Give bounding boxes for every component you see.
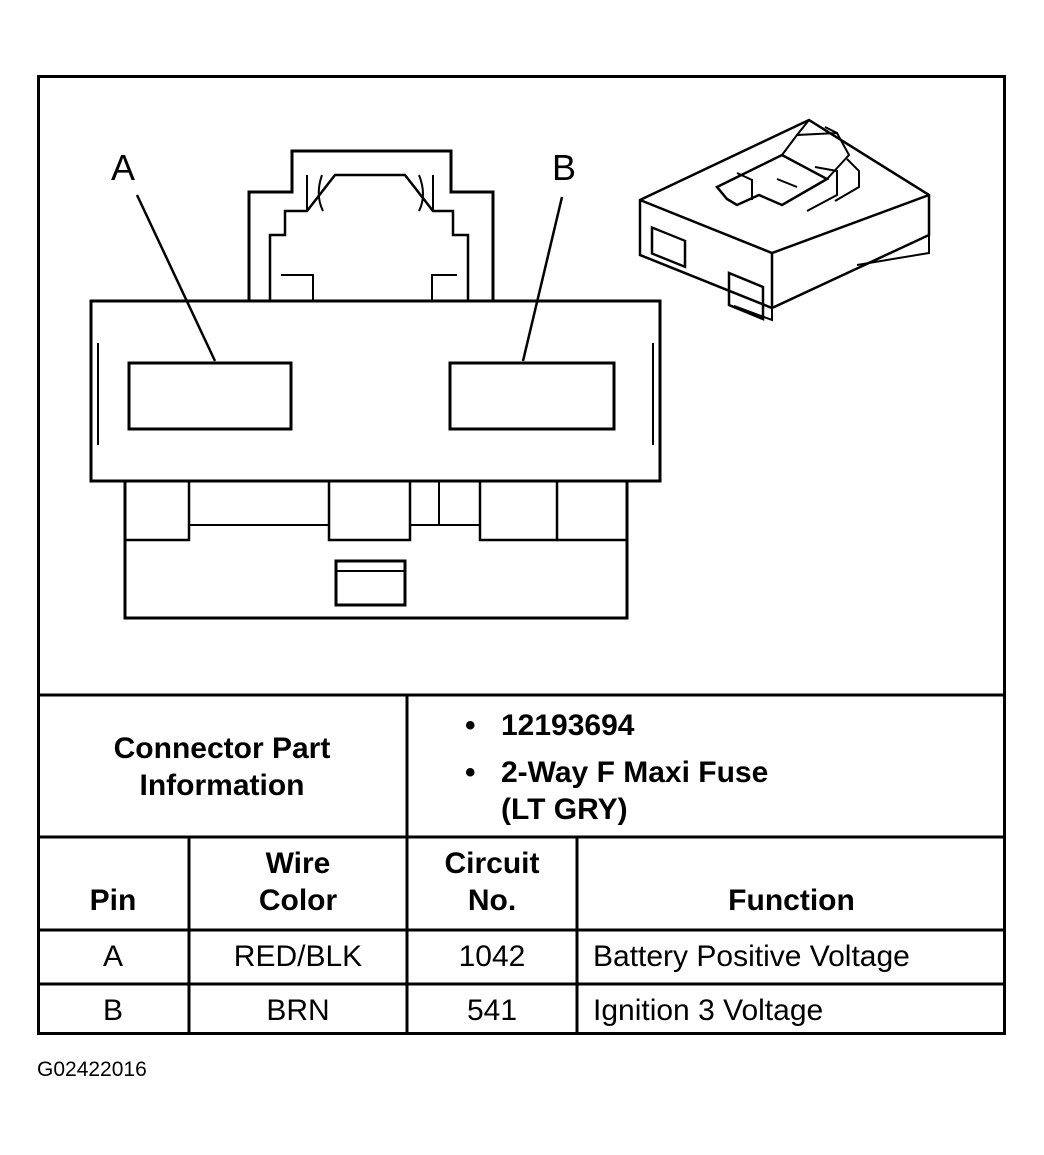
- row-b-function: Ignition 3 Voltage: [593, 994, 824, 1027]
- connector-part-info-label: Connector Part Information: [37, 730, 407, 804]
- row-b-pin: B: [102, 994, 123, 1027]
- header-function: Function: [728, 884, 855, 917]
- diagram-lines: [37, 75, 1006, 1035]
- row-b-circuit: 541: [466, 994, 518, 1027]
- terminal-cavity-a: [127, 361, 293, 431]
- callout-b-label: B: [552, 147, 577, 188]
- connector-type-bullet: • 2-Way F Maxi Fuse (LT GRY): [465, 754, 985, 828]
- terminal-cavity-b: [448, 361, 616, 431]
- bullet-icon: •: [465, 709, 476, 742]
- info-label-line-2: Information: [139, 769, 305, 802]
- info-label-line-1: Connector Part: [113, 732, 331, 765]
- header-circuit-line-2: No.: [467, 884, 517, 917]
- header-wire-color-line-2: Color: [258, 884, 338, 917]
- row-a-wire-color: RED/BLK: [233, 940, 363, 973]
- figure-id: G02422016: [37, 1058, 147, 1081]
- connector-type-line-2: (LT GRY): [501, 793, 628, 826]
- connector-isometric-view: [638, 118, 931, 322]
- header-pin: Pin: [89, 884, 137, 917]
- row-a-pin: A: [102, 940, 123, 973]
- connector-diagram-frame: A B Connector Part Information • 1219369…: [37, 75, 1006, 1035]
- part-number: 12193694: [501, 709, 635, 742]
- header-wire-color: Wire Color: [189, 845, 407, 919]
- outer-border: [37, 75, 1006, 1035]
- row-b-wire-color: BRN: [266, 994, 330, 1027]
- connector-type-line-1: 2-Way F Maxi Fuse: [501, 756, 769, 789]
- row-a-function: Battery Positive Voltage: [593, 940, 910, 973]
- header-circuit-no: Circuit No.: [407, 845, 577, 919]
- row-a-circuit: 1042: [458, 940, 526, 973]
- header-circuit-line-1: Circuit: [444, 847, 540, 880]
- connector-front-view: [89, 149, 662, 620]
- part-number-bullet: • 12193694: [465, 707, 985, 744]
- bullet-icon: •: [465, 756, 476, 789]
- header-wire-color-line-1: Wire: [265, 847, 331, 880]
- callout-a-label: A: [111, 147, 136, 188]
